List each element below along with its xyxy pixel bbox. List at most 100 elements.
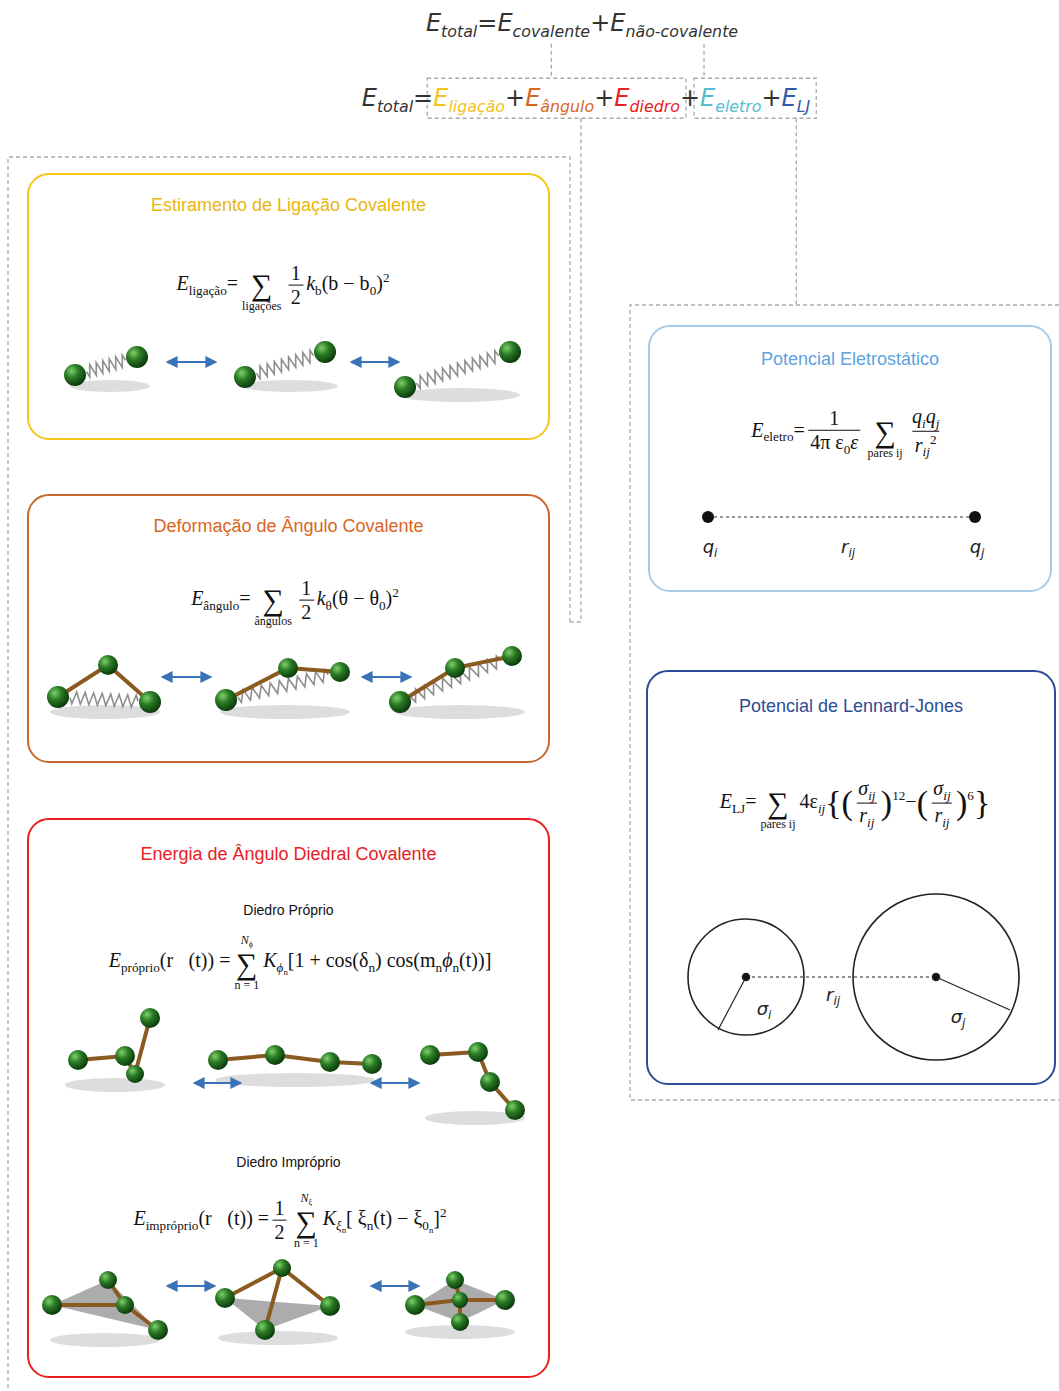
formula-symbol: ( (917, 784, 928, 821)
spring (87, 355, 126, 377)
formula-symbol: + (505, 84, 525, 112)
formula-symbol: σ (858, 777, 868, 799)
formula-symbol: ) (881, 784, 892, 821)
formula-symbol: 2 (275, 1221, 285, 1243)
formula-symbol: ] (433, 1207, 440, 1229)
formula-symbol: q (703, 536, 714, 557)
formula-symbol: 6 (967, 788, 974, 803)
formula-symbol: (t))] (459, 949, 491, 971)
energy-term-box: Deformação de Ângulo Covalente (27, 494, 550, 763)
formula-symbol: 2 (930, 432, 937, 447)
formula-symbol: E (610, 9, 625, 37)
formula-symbol: 2 (392, 585, 399, 600)
noncovalent-region (630, 305, 1059, 1100)
formula-symbol: 4ε (799, 790, 817, 812)
covalent-terms-outline (427, 78, 686, 118)
box-subtitle: Diedro Impróprio (29, 1154, 548, 1170)
charge-diagram (702, 511, 981, 523)
formula-symbol: ) (956, 784, 967, 821)
box-title: Energia de Ângulo Diedral Covalente (29, 844, 548, 865)
formula-symbol: + (680, 84, 700, 112)
formula-symbol: 2 (291, 285, 301, 307)
formula-symbol: r (859, 803, 867, 825)
formula-symbol: r (934, 803, 942, 825)
formula-symbol: + (590, 9, 610, 37)
formula-symbol: k (317, 587, 326, 609)
covalent-sticks (52, 656, 515, 1330)
connector-line (796, 118, 797, 305)
atoms (42, 341, 525, 1340)
equation: Etotal=Ecovalente+Enão-covalente (426, 9, 738, 41)
connector-line (570, 118, 581, 622)
formula-symbol: { (825, 784, 841, 821)
formula-symbol: ângulo (203, 597, 239, 612)
formula-symbol: E (700, 84, 715, 112)
formula-symbol: n = 1 (294, 1235, 319, 1249)
formula-symbol: j (981, 546, 984, 560)
equation: σi (757, 998, 772, 1022)
spring (257, 350, 314, 378)
formula-symbol: ângulos (255, 613, 292, 627)
formula-symbol: = (794, 419, 805, 441)
formula-symbol: θ (326, 597, 332, 612)
spring (416, 351, 498, 389)
spring (70, 692, 138, 707)
formula-symbol: E (614, 84, 629, 112)
formula-symbol: LJ (797, 97, 811, 116)
formula-symbol: E (191, 587, 203, 609)
formula-symbol: ij (868, 787, 875, 802)
formula-symbol: + (594, 84, 614, 112)
formula-symbol: 0 (422, 1217, 429, 1232)
box-subtitle: Diedro Próprio (29, 902, 548, 918)
equation: Etotal=Eligação+Eângulo+Ediedro+Eeletro+… (362, 84, 811, 116)
formula-symbol: ξ (336, 1217, 342, 1232)
energy-term-box: Estiramento de Ligação Covalente (27, 173, 550, 440)
formula-symbol: K (323, 1207, 336, 1229)
formula-symbol: total (377, 97, 413, 116)
formula-symbol: 2 (383, 270, 390, 285)
formula-symbol: n (436, 959, 443, 974)
box-title: Potencial Eletrostático (650, 349, 1050, 370)
formula-symbol: (r⃗(t)) = (198, 1207, 269, 1229)
formula-symbol: impróprio (146, 1217, 199, 1232)
formula-symbol: E (751, 419, 763, 441)
equation: rij (826, 984, 840, 1008)
formula-symbol: ij (818, 800, 825, 815)
formula-symbol: i (922, 415, 926, 430)
noncovalent-terms-outline (694, 78, 816, 118)
formula-symbol: não-covalente (625, 22, 738, 41)
formula-symbol: ε (850, 431, 858, 453)
formula-symbol: ϕ (442, 949, 452, 971)
formula-symbol: σ (951, 1006, 962, 1027)
formula-symbol: ij (848, 546, 855, 560)
equation: Eângulo=∑ângulos12kθ(θ − θ0)2 (191, 574, 399, 627)
formula-symbol: (θ − θ (332, 587, 379, 609)
formula-symbol: 1 (275, 1197, 285, 1219)
formula-symbol: [1 + cos(δ (288, 949, 369, 971)
formula-symbol: E (177, 272, 189, 294)
formula-symbol: 4π ε (810, 431, 844, 453)
energy-term-box: Energia de Ângulo Diedral CovalenteDiedr… (27, 818, 550, 1378)
formula-symbol: E (782, 84, 797, 112)
formula-symbol: (t) − ξ (373, 1207, 422, 1229)
formula-symbol: ligação (189, 282, 227, 297)
formula-symbol: ) (376, 272, 383, 294)
box-title: Potencial de Lennard-Jones (648, 696, 1054, 717)
formula-symbol: ∑ (251, 267, 272, 300)
formula-symbol: ∑ (236, 946, 257, 979)
equation: σj (951, 1006, 966, 1030)
formula-symbol: ligações (242, 298, 281, 312)
formula-symbol: ∑ (296, 1204, 317, 1237)
formula-symbol: E (525, 84, 540, 112)
formula-symbol: pares ij (868, 445, 903, 459)
formula-symbol: ∑ (263, 582, 284, 615)
connector-line (551, 44, 552, 78)
equation: rij (841, 536, 855, 560)
formula-symbol: n (367, 1217, 374, 1232)
equation: qj (970, 536, 985, 560)
formula-symbol: pares ij (760, 816, 795, 830)
formula-symbol: E (720, 790, 732, 812)
formula-symbol: ij (943, 787, 950, 802)
formula-symbol: ϕ (277, 959, 284, 974)
equation: qi (703, 536, 718, 560)
